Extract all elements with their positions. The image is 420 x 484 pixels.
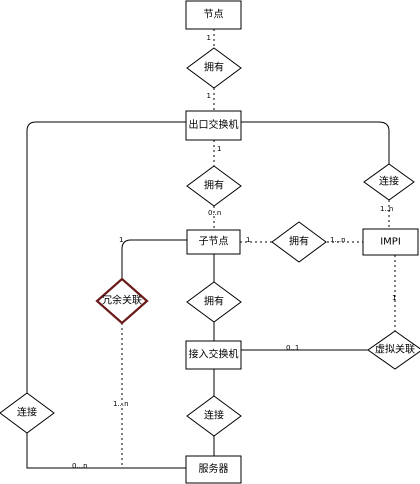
rel-has-1-label: 拥有 <box>204 61 224 74</box>
card-has1-egress: 1 <box>207 92 211 100</box>
card-has3-ipmi: 1...n <box>330 236 346 244</box>
rel-connect-3-label: 连接 <box>17 406 37 419</box>
card-child-redundant: 1 <box>119 236 123 244</box>
entity-access-switch-label: 接入交换机 <box>189 348 239 361</box>
rel-connect-2[interactable]: 连接 <box>186 395 242 437</box>
rel-has-3-label: 拥有 <box>289 235 309 248</box>
card-node-has1: 1 <box>207 34 211 42</box>
entity-ipmi[interactable]: IMPI <box>362 228 419 256</box>
edge-egress-connect1 <box>241 121 390 164</box>
entity-node-label: 节点 <box>204 9 224 21</box>
entity-child-node[interactable]: 子节点 <box>186 229 241 255</box>
entity-node[interactable]: 节点 <box>185 0 242 30</box>
entity-server-label: 服务器 <box>199 462 229 475</box>
entity-ipmi-label: IMPI <box>380 237 401 248</box>
entity-egress-switch-label: 出口交换机 <box>189 118 239 131</box>
entity-child-node-label: 子节点 <box>199 236 229 248</box>
entity-egress-switch[interactable]: 出口交换机 <box>185 110 242 141</box>
card-connect3-server: 0...n <box>72 462 88 470</box>
rel-redundant-link-label: 冗余关联 <box>102 294 142 307</box>
card-egress-has2: 1 <box>217 145 221 153</box>
rel-virtual-link-label: 虚拟关联 <box>375 343 415 356</box>
card-connect1-ipmi: 1..n <box>380 205 393 213</box>
rel-has-2[interactable]: 拥有 <box>186 165 242 207</box>
rel-connect-1[interactable]: 连接 <box>363 163 415 201</box>
rel-has-4-label: 拥有 <box>204 295 224 308</box>
edge-child-redundant <box>121 239 187 279</box>
entity-server[interactable]: 服务器 <box>185 455 242 484</box>
rel-connect-1-label: 连接 <box>379 175 399 188</box>
rel-has-2-label: 拥有 <box>204 179 224 192</box>
edge-egress-connect3 <box>26 121 186 393</box>
rel-has-3[interactable]: 拥有 <box>271 221 327 263</box>
rel-connect-2-label: 连接 <box>204 409 224 422</box>
entity-access-switch[interactable]: 接入交换机 <box>185 340 242 370</box>
edge-connect3-server <box>26 433 186 469</box>
card-redundant-server: 1...n <box>113 400 129 408</box>
rel-virtual-link[interactable]: 虚拟关联 <box>367 330 420 370</box>
rel-has-4[interactable]: 拥有 <box>186 281 242 323</box>
card-ipmi-virtual: 1 <box>392 294 396 302</box>
card-child-has3: 1 <box>246 236 250 244</box>
card-virtual-access: 0..1 <box>286 344 299 352</box>
rel-has-1[interactable]: 拥有 <box>186 47 242 89</box>
rel-connect-3[interactable]: 连接 <box>0 392 55 434</box>
card-has2-child: 0..n <box>208 209 221 217</box>
rel-redundant-link[interactable]: 冗余关联 <box>95 277 149 325</box>
